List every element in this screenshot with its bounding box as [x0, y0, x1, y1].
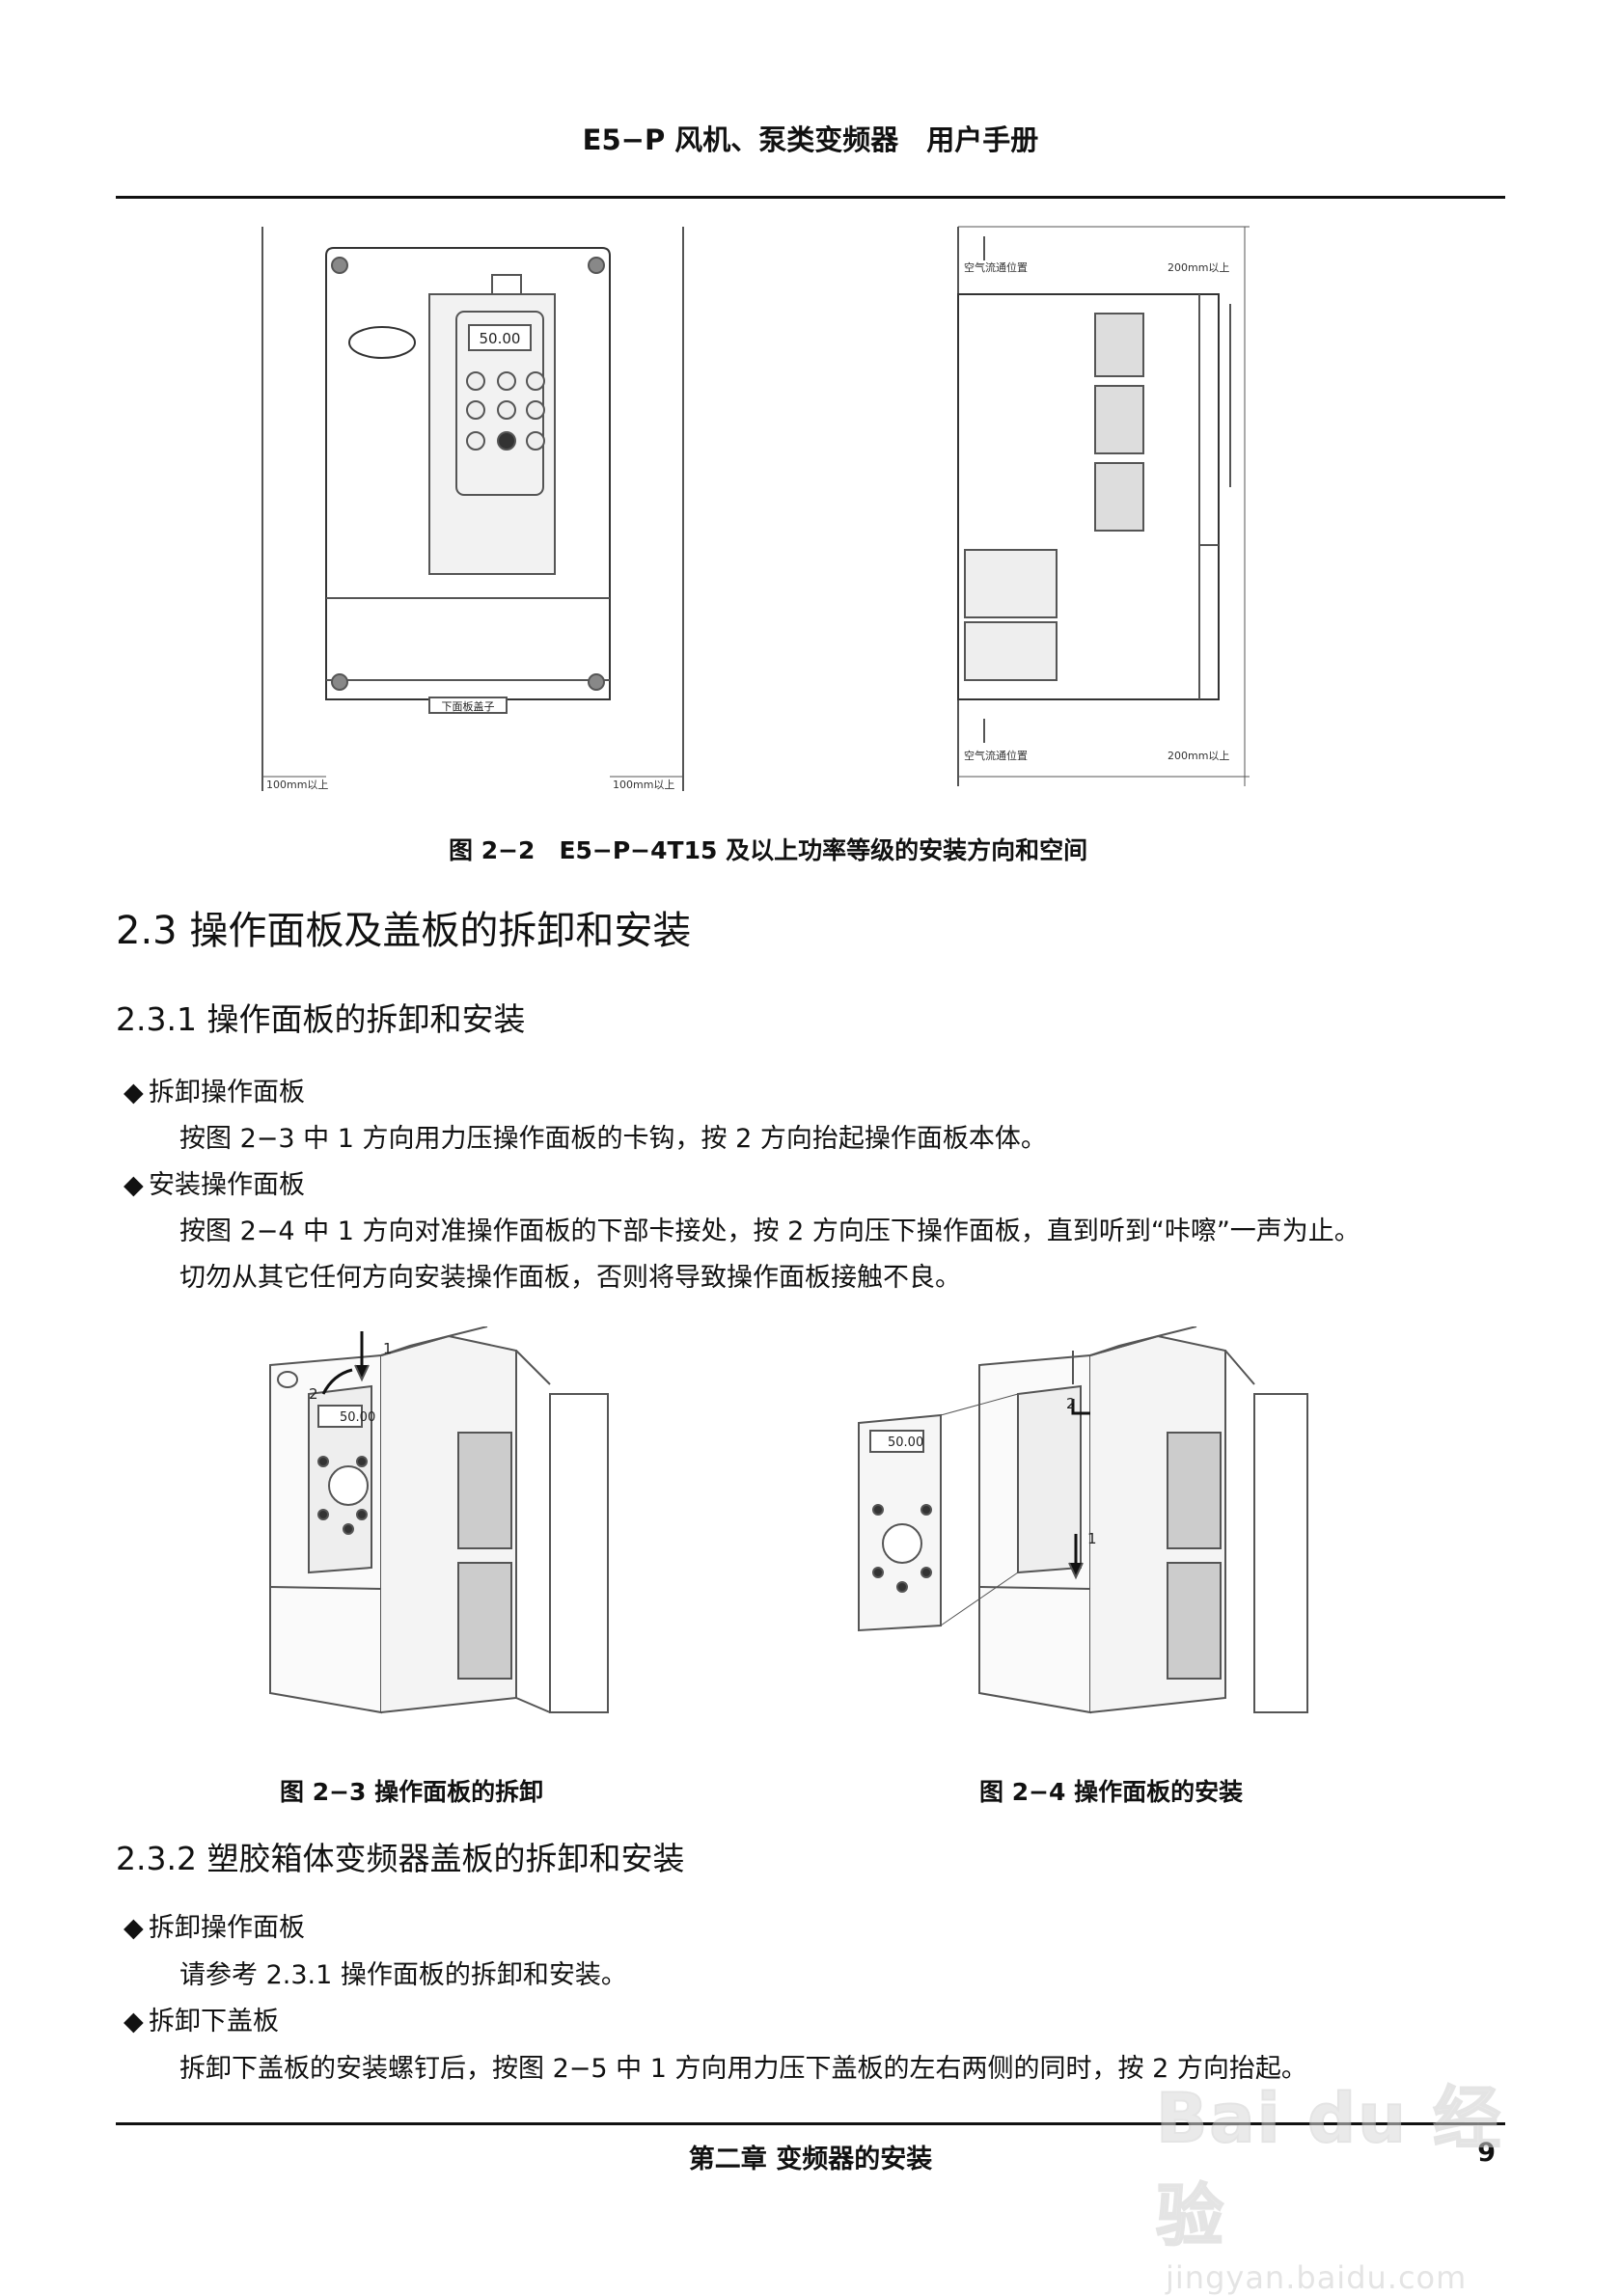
- bullet-diamond-icon: ◆: [124, 1170, 144, 1200]
- paragraph-refer-2-3-1: 请参考 2.3.1 操作面板的拆卸和安装。: [179, 1960, 627, 1990]
- footer-chapter-title: 第二章 变频器的安装: [688, 2145, 933, 2174]
- figure-2-2-side-view: 空气流通位置 200mm以上 空气流通位置 200mm以上: [957, 226, 1250, 786]
- bullet-diamond-icon: ◆: [124, 1913, 144, 1943]
- bullet-diamond-icon: ◆: [124, 2007, 144, 2036]
- section-2-3-1-heading: 2.3.1 操作面板的拆卸和安装: [116, 1000, 526, 1038]
- bullet-diamond-icon: ◆: [124, 1078, 144, 1107]
- figure-2-4-caption: 图 2−4 操作面板的安装: [979, 1778, 1244, 1806]
- watermark-logo: Bai du 经验: [1155, 2078, 1503, 2256]
- fig-2-3-display: 50.00: [340, 1410, 375, 1425]
- footer-rule: [116, 2122, 1505, 2125]
- paragraph-install-warning: 切勿从其它任何方向安装操作面板，否则将导致操作面板接触不良。: [179, 1263, 961, 1293]
- paragraph-remove-lower-cover: 拆卸下盖板的安装螺钉后，按图 2−5 中 1 方向用力压下盖板的左右两侧的同时，…: [179, 2054, 1307, 2084]
- side-top-arrow-label: 空气流通位置: [964, 260, 1028, 274]
- page-number: 9: [1477, 2138, 1496, 2168]
- fig-2-4-label-1: 1: [1087, 1530, 1097, 1547]
- bullet-install-panel: ◆安装操作面板: [124, 1170, 305, 1200]
- fig-2-3-label-1: 1: [383, 1340, 393, 1357]
- section-2-3-2-heading: 2.3.2 塑胶箱体变频器盖板的拆卸和安装: [116, 1840, 685, 1877]
- bullet-remove-panel: ◆拆卸操作面板: [124, 1078, 305, 1107]
- side-bottom-arrow-label: 空气流通位置: [964, 749, 1028, 762]
- watermark-url: jingyan.baidu.com: [1166, 2259, 1468, 2296]
- figure-2-4-illustration: 50.00 1 2: [858, 1326, 1308, 1714]
- figure-2-2-front-view: 50.00 下面板盖子 100mm以上 100mm以上: [261, 227, 684, 791]
- bullet-remove-lower-cover: ◆拆卸下盖板: [124, 2007, 279, 2036]
- paragraph-install-panel: 按图 2−4 中 1 方向对准操作面板的下部卡接处，按 2 方向压下操作面板，直…: [179, 1216, 1360, 1246]
- paragraph-remove-panel: 按图 2−3 中 1 方向用力压操作面板的卡钩，按 2 方向抬起操作面板本体。: [179, 1124, 1047, 1154]
- fig-2-3-label-2: 2: [309, 1385, 318, 1403]
- left-clearance-label: 100mm以上: [266, 779, 328, 791]
- header-rule: [116, 196, 1505, 199]
- section-2-3-heading: 2.3 操作面板及盖板的拆卸和安装: [116, 909, 692, 953]
- figure-2-3-illustration: 50.00 1 2: [269, 1326, 609, 1714]
- front-panel-display: 50.00: [480, 330, 521, 347]
- side-bottom-clearance-label: 200mm以上: [1168, 750, 1229, 762]
- baidu-watermark: Bai du 经验 jingyan.baidu.com: [1155, 2064, 1542, 2296]
- front-bottom-label: 下面板盖子: [442, 699, 495, 713]
- figure-2-2-caption: 图 2−2 E5−P−4T15 及以上功率等级的安装方向和空间: [449, 836, 1088, 864]
- fig-2-4-label-2: 2: [1066, 1395, 1076, 1412]
- bullet-remove-panel-2: ◆拆卸操作面板: [124, 1913, 305, 1943]
- figure-2-3-caption: 图 2−3 操作面板的拆卸: [280, 1778, 544, 1806]
- fig-2-4-display: 50.00: [888, 1435, 923, 1450]
- side-top-clearance-label: 200mm以上: [1168, 261, 1229, 274]
- page-header-title: E5−P 风机、泵类变频器 用户手册: [582, 123, 1039, 156]
- right-clearance-label: 100mm以上: [613, 779, 674, 791]
